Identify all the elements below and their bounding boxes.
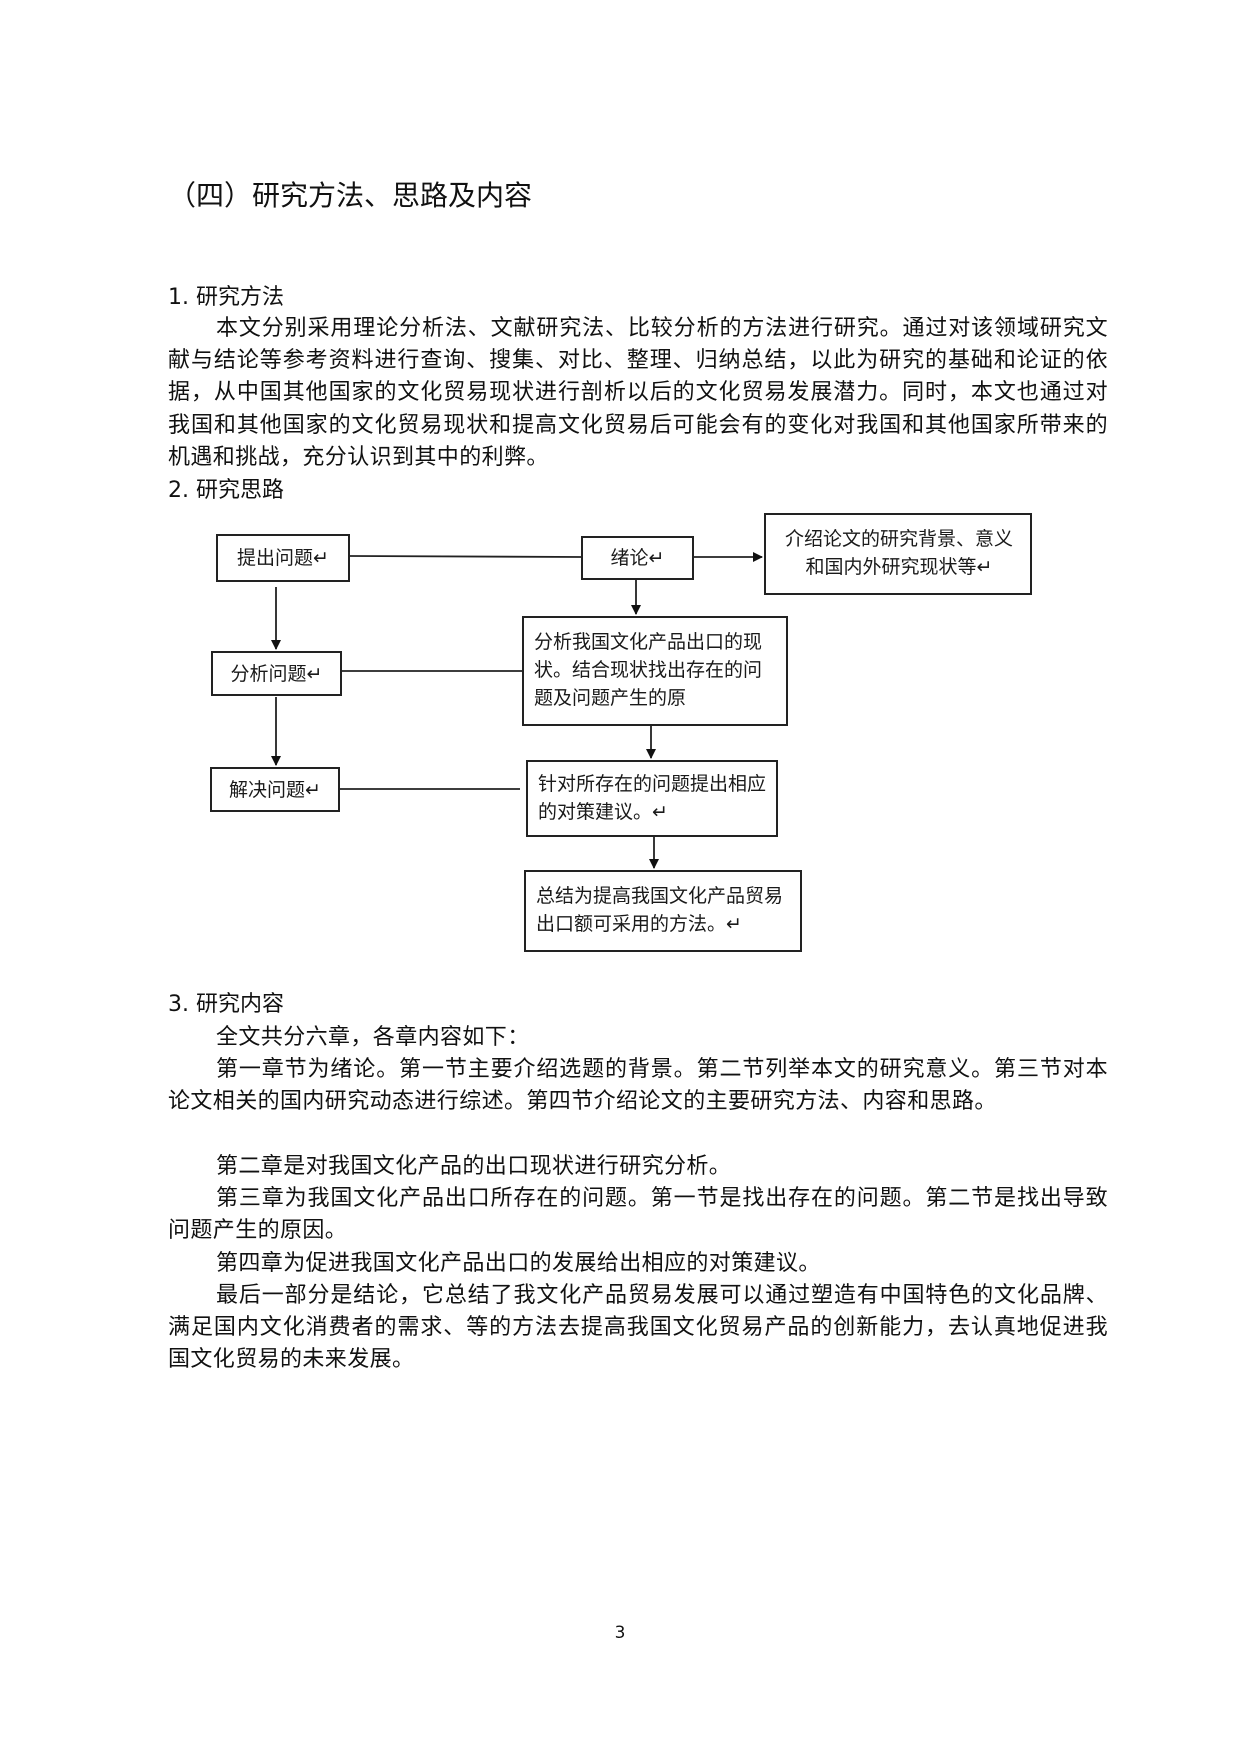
section-title: （四）研究方法、思路及内容	[168, 179, 533, 212]
analysis-detail-label: 分析我国文化产品出口的现状。结合现状找出存在的问题及问题产生的原	[534, 631, 763, 709]
box-raise-problem: 提出问题↵	[216, 534, 350, 582]
countermeasure-label: 针对所存在的问题提出相应的对策建议。↵	[538, 773, 767, 823]
method-paragraph: 本文分别采用理论分析法、文献研究法、比较分析的方法进行研究。通过对该领域研究文献…	[168, 316, 1108, 470]
page-number: 3	[614, 1623, 626, 1643]
box-intro-detail: 介绍论文的研究背景、意义和国内外研究现状等↵	[764, 513, 1032, 595]
box-solve-problem: 解决问题↵	[210, 767, 340, 812]
content-paragraph-3: 第二章是对我国文化产品的出口现状进行研究分析。	[216, 1154, 732, 1179]
solve-problem-label: 解决问题↵	[229, 778, 321, 801]
method-heading: 1. 研究方法	[168, 285, 284, 310]
raise-problem-label: 提出问题↵	[237, 547, 329, 569]
content-paragraph-5: 第四章为促进我国文化产品出口的发展给出相应的对策建议。	[216, 1251, 821, 1276]
intro-detail-label: 介绍论文的研究背景、意义和国内外研究现状等↵	[784, 528, 1013, 578]
box-countermeasure: 针对所存在的问题提出相应的对策建议。↵	[526, 760, 778, 837]
content-paragraph-2: 第一章节为绪论。第一节主要介绍选题的背景。第二节列举本文的研究意义。第三节对本论…	[168, 1057, 1108, 1115]
connector-raise-to-intro	[349, 555, 582, 558]
box-introduction: 绪论↵	[581, 536, 694, 580]
content-paragraph-4: 第三章为我国文化产品出口所存在的问题。第一节是找出存在的问题。第二节是找出导致问…	[168, 1186, 1108, 1244]
box-analysis-detail: 分析我国文化产品出口的现状。结合现状找出存在的问题及问题产生的原	[522, 616, 788, 726]
analyze-problem-label: 分析问题↵	[230, 662, 323, 685]
introduction-label: 绪论↵	[610, 547, 665, 569]
approach-heading: 2. 研究思路	[168, 478, 284, 503]
content-paragraph-6: 最后一部分是结论，它总结了我文化产品贸易发展可以通过塑造有中国特色的文化品牌、满…	[168, 1283, 1108, 1373]
content-paragraph-1: 全文共分六章，各章内容如下：	[216, 1025, 530, 1050]
box-analyze-problem: 分析问题↵	[211, 651, 342, 696]
content-heading: 3. 研究内容	[168, 992, 284, 1017]
summary-label: 总结为提高我国文化产品贸易出口额可采用的方法。↵	[536, 885, 784, 935]
box-summary: 总结为提高我国文化产品贸易出口额可采用的方法。↵	[524, 870, 802, 952]
